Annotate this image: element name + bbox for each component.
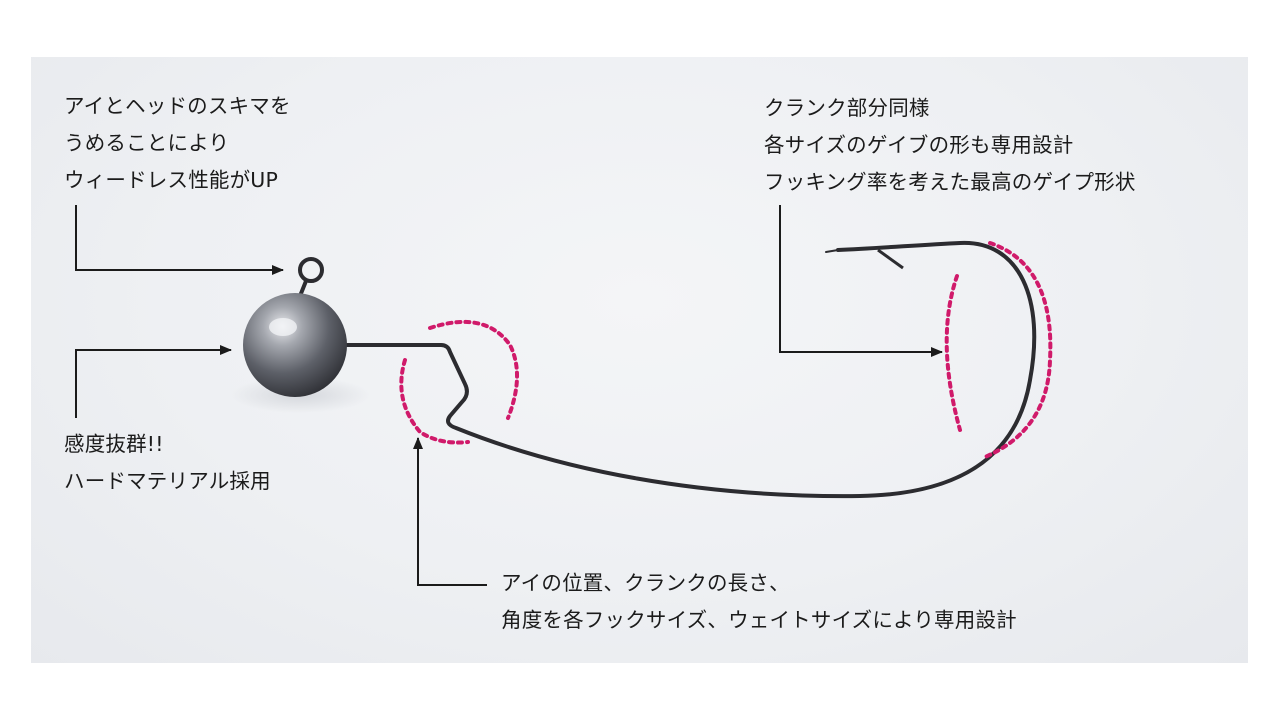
- callout-gape-line-2: 各サイズのゲイブの形も専用設計: [764, 133, 1074, 157]
- callout-crank-line-1: アイの位置、クランクの長さ、: [501, 571, 790, 595]
- arrow-to-head: [75, 345, 232, 418]
- arrow-to-gape: [779, 205, 943, 357]
- gape-highlight-inner: [944, 274, 962, 432]
- callout-gape-line-1: クランク部分同様: [764, 96, 930, 120]
- ball-highlight: [269, 318, 297, 336]
- callout-gape-line-3: フッキング率を考えた最高のゲイプ形状: [764, 170, 1136, 194]
- callout-crank: アイの位置、クランクの長さ、 角度を各フックサイズ、ウェイトサイズにより専用設計: [501, 565, 1017, 639]
- callout-material-line-1: 感度抜群!!: [64, 432, 164, 456]
- hook-point: [825, 249, 839, 253]
- callout-weedless-line-1: アイとヘッドのスキマを: [64, 94, 291, 118]
- callout-crank-line-2: 角度を各フックサイズ、ウェイトサイズにより専用設計: [501, 608, 1017, 632]
- crank-highlight-inner: [399, 358, 470, 445]
- line-eye: [298, 257, 324, 283]
- gape-highlight-outer: [983, 241, 1053, 459]
- callout-gape: クランク部分同様 各サイズのゲイブの形も専用設計 フッキング率を考えた最高のゲイ…: [764, 90, 1136, 201]
- callout-weedless-line-3: ウィードレス性能がUP: [64, 168, 279, 192]
- callout-weedless-line-2: うめることにより: [64, 131, 230, 155]
- callout-material-line-2: ハードマテリアル採用: [64, 469, 271, 493]
- arrow-to-crank: [413, 437, 487, 586]
- photo-background: [31, 57, 1248, 663]
- callout-material: 感度抜群!! ハードマテリアル採用: [64, 426, 271, 500]
- hook-wire: [338, 240, 1037, 499]
- jig-head-ball: [243, 293, 347, 397]
- hook-barb: [877, 248, 904, 270]
- callout-weedless: アイとヘッドのスキマを うめることにより ウィードレス性能がUP: [64, 88, 291, 199]
- arrow-to-eye: [75, 205, 284, 275]
- crank-highlight-outer: [428, 319, 520, 420]
